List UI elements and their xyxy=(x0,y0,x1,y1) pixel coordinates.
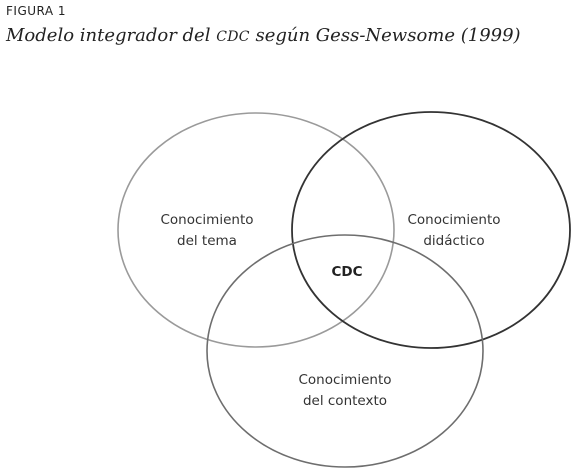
circle-conocimiento-tema xyxy=(117,112,395,348)
label-didactico-line1: Conocimiento xyxy=(408,212,501,228)
label-didactico-line2: didáctico xyxy=(423,233,484,249)
circle-conocimiento-contexto xyxy=(206,234,484,468)
figure-number: FIGURA 1 xyxy=(6,4,67,18)
caption-acronym: CDC xyxy=(216,29,250,45)
caption-text-end: según Gess-Newsome (1999) xyxy=(249,25,521,46)
label-tema-line2: del tema xyxy=(177,233,237,249)
label-contexto-line1: Conocimiento xyxy=(299,372,392,388)
label-tema-line1: Conocimiento xyxy=(161,212,254,228)
label-cdc-center: CDC xyxy=(331,264,362,280)
caption-text-start: Modelo integrador del xyxy=(6,25,217,46)
circle-conocimiento-didactico xyxy=(291,111,571,349)
figure-caption: Modelo integrador del CDC según Gess-New… xyxy=(6,25,521,46)
label-contexto-line2: del contexto xyxy=(303,393,387,409)
